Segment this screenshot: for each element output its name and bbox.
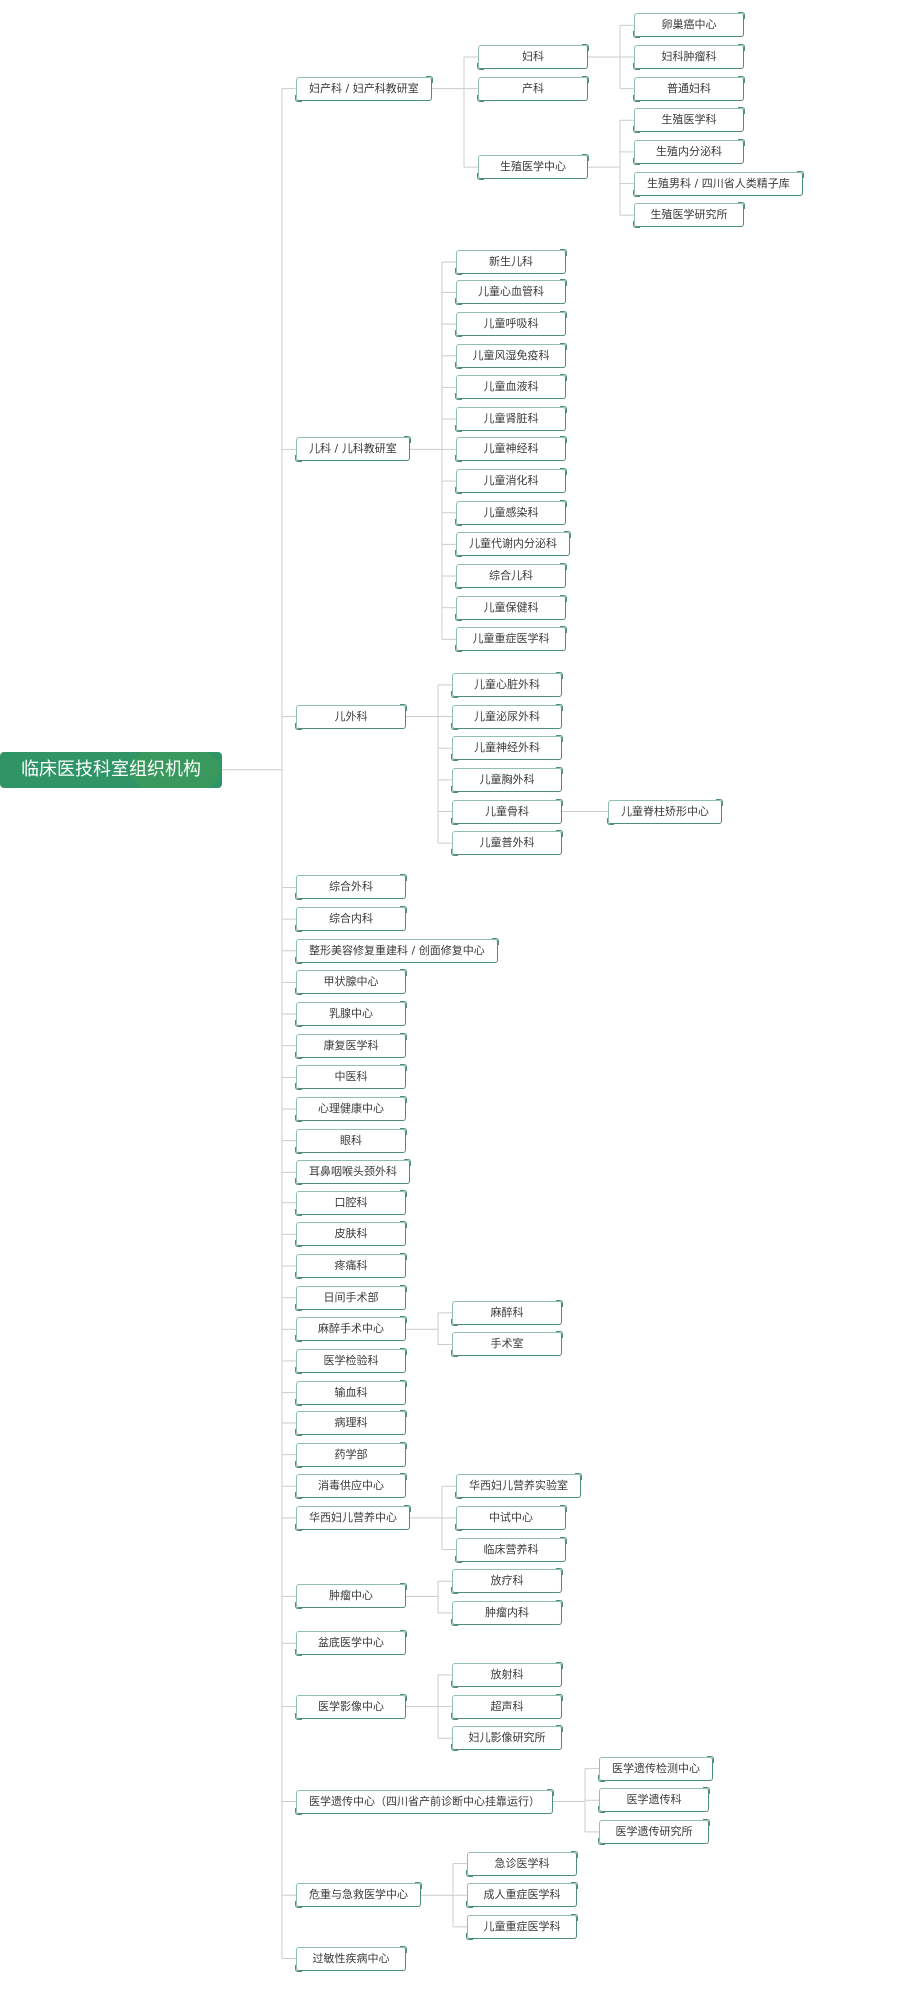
dept-node-level-1[interactable]: 过敏性疾病中心	[295, 1945, 407, 1972]
dept-node-level-1[interactable]: 盆底医学中心	[295, 1630, 407, 1657]
dept-node-level-2[interactable]: 儿童肾脏科	[455, 406, 567, 433]
dept-node-level-2[interactable]: 儿童代谢内分泌科	[455, 531, 571, 558]
dept-node-level-2[interactable]: 华西妇儿营养实验室	[455, 1473, 582, 1500]
dept-node-level-2[interactable]: 产科	[477, 75, 589, 102]
dept-node-level-2[interactable]: 中试中心	[455, 1504, 567, 1531]
dept-node-level-1[interactable]: 医学影像中心	[295, 1693, 407, 1720]
dept-node-level-1[interactable]: 消毒供应中心	[295, 1473, 407, 1500]
dept-node-level-1[interactable]: 中医科	[295, 1064, 407, 1091]
dept-node-level-2[interactable]: 医学遗传研究所	[598, 1818, 710, 1845]
dept-node-level-1[interactable]: 甲状腺中心	[295, 969, 407, 996]
dept-node-level-2[interactable]: 综合儿科	[455, 563, 567, 590]
dept-node-level-1[interactable]: 疼痛科	[295, 1253, 407, 1279]
dept-node-level-2[interactable]: 儿童神经科	[455, 436, 567, 463]
dept-node-level-2[interactable]: 儿童呼吸科	[455, 311, 567, 338]
dept-node-level-1[interactable]: 妇产科 / 妇产科教研室	[295, 75, 433, 102]
dept-node-level-3[interactable]: 卵巢癌中心	[633, 12, 745, 39]
dept-node-level-3[interactable]: 普通妇科	[633, 75, 745, 102]
dept-node-level-2[interactable]: 儿童神经外科	[451, 735, 563, 762]
dept-node-level-1[interactable]: 日间手术部	[295, 1284, 407, 1311]
dept-node-level-3[interactable]: 生殖医学研究所	[633, 202, 745, 229]
dept-node-level-2[interactable]: 妇儿影像研究所	[451, 1725, 563, 1752]
dept-node-level-2[interactable]: 医学遗传检测中心	[598, 1755, 714, 1782]
dept-node-level-3[interactable]: 生殖内分泌科	[633, 138, 745, 165]
dept-node-level-1[interactable]: 华西妇儿营养中心	[295, 1504, 411, 1531]
dept-node-level-2[interactable]: 妇科	[477, 43, 589, 70]
dept-node-level-2[interactable]: 儿童感染科	[455, 499, 567, 526]
dept-node-level-2[interactable]: 成人重症医学科	[466, 1882, 578, 1909]
root-node[interactable]: 临床医技科室组织机构	[0, 751, 222, 788]
dept-node-level-1[interactable]: 危重与急救医学中心	[295, 1882, 422, 1909]
dept-node-level-2[interactable]: 临床营养科	[455, 1536, 567, 1563]
dept-node-level-1[interactable]: 口腔科	[295, 1189, 407, 1216]
dept-node-level-1[interactable]: 综合内科	[295, 906, 407, 933]
root-label: 临床医技科室组织机构	[21, 758, 201, 780]
dept-node-level-2[interactable]: 儿童消化科	[455, 468, 567, 495]
dept-node-level-2[interactable]: 生殖医学中心	[477, 154, 589, 181]
dept-node-level-2[interactable]: 麻醉科	[451, 1299, 563, 1326]
dept-node-level-1[interactable]: 儿科 / 儿科教研室	[295, 436, 411, 463]
dept-node-level-2[interactable]: 儿童重症医学科	[455, 626, 567, 653]
dept-node-level-2[interactable]: 急诊医学科	[466, 1850, 578, 1877]
dept-node-level-1[interactable]: 肿瘤中心	[295, 1583, 407, 1610]
dept-node-level-3[interactable]: 儿童脊柱矫形中心	[607, 798, 723, 825]
root-decoration	[130, 751, 220, 788]
dept-node-level-1[interactable]: 皮肤科	[295, 1221, 407, 1248]
dept-node-level-2[interactable]: 手术室	[451, 1331, 563, 1358]
dept-node-level-1[interactable]: 医学检验科	[295, 1347, 407, 1374]
dept-node-level-3[interactable]: 生殖医学科	[633, 107, 745, 134]
dept-node-level-1[interactable]: 心理健康中心	[295, 1096, 407, 1123]
dept-node-level-1[interactable]: 耳鼻咽喉头颈外科	[295, 1159, 411, 1186]
dept-node-level-1[interactable]: 康复医学科	[295, 1032, 407, 1059]
dept-node-level-2[interactable]: 儿童心脏外科	[451, 671, 563, 698]
dept-node-level-2[interactable]: 儿童骨科	[451, 798, 563, 825]
dept-node-level-2[interactable]: 肿瘤内科	[451, 1599, 563, 1626]
dept-node-level-1[interactable]: 整形美容修复重建科 / 创面修复中心	[295, 937, 499, 964]
dept-node-level-1[interactable]: 药学部	[295, 1441, 407, 1468]
dept-node-level-3[interactable]: 生殖男科 / 四川省人类精子库	[633, 170, 804, 197]
dept-node-level-2[interactable]: 放疗科	[451, 1568, 563, 1595]
dept-node-level-2[interactable]: 新生儿科	[455, 249, 567, 276]
dept-node-level-2[interactable]: 儿童胸外科	[451, 766, 563, 793]
dept-node-level-1[interactable]: 儿外科	[295, 703, 407, 730]
dept-node-level-1[interactable]: 医学遗传中心（四川省产前诊断中心挂靠运行）	[295, 1788, 554, 1815]
dept-node-level-1[interactable]: 乳腺中心	[295, 1001, 407, 1028]
dept-node-level-2[interactable]: 放射科	[451, 1661, 563, 1688]
dept-node-level-2[interactable]: 儿童心血管科	[455, 279, 567, 306]
dept-node-level-2[interactable]: 儿童普外科	[451, 830, 563, 857]
dept-node-level-1[interactable]: 麻醉手术中心	[295, 1316, 407, 1343]
dept-node-level-1[interactable]: 病理科	[295, 1409, 407, 1436]
dept-node-level-2[interactable]: 儿童血液科	[455, 374, 567, 401]
dept-node-level-1[interactable]: 眼科	[295, 1127, 407, 1154]
dept-node-level-1[interactable]: 综合外科	[295, 874, 407, 901]
dept-node-level-2[interactable]: 儿童保健科	[455, 594, 567, 621]
dept-node-level-2[interactable]: 儿童泌尿外科	[451, 703, 563, 730]
dept-node-level-2[interactable]: 医学遗传科	[598, 1787, 710, 1814]
dept-node-level-2[interactable]: 儿童重症医学科	[466, 1913, 578, 1940]
dept-node-level-2[interactable]: 超声科	[451, 1693, 563, 1720]
dept-node-level-3[interactable]: 妇科肿瘤科	[633, 43, 745, 70]
dept-node-level-2[interactable]: 儿童风湿免疫科	[455, 342, 567, 369]
dept-node-level-1[interactable]: 输血科	[295, 1379, 407, 1406]
